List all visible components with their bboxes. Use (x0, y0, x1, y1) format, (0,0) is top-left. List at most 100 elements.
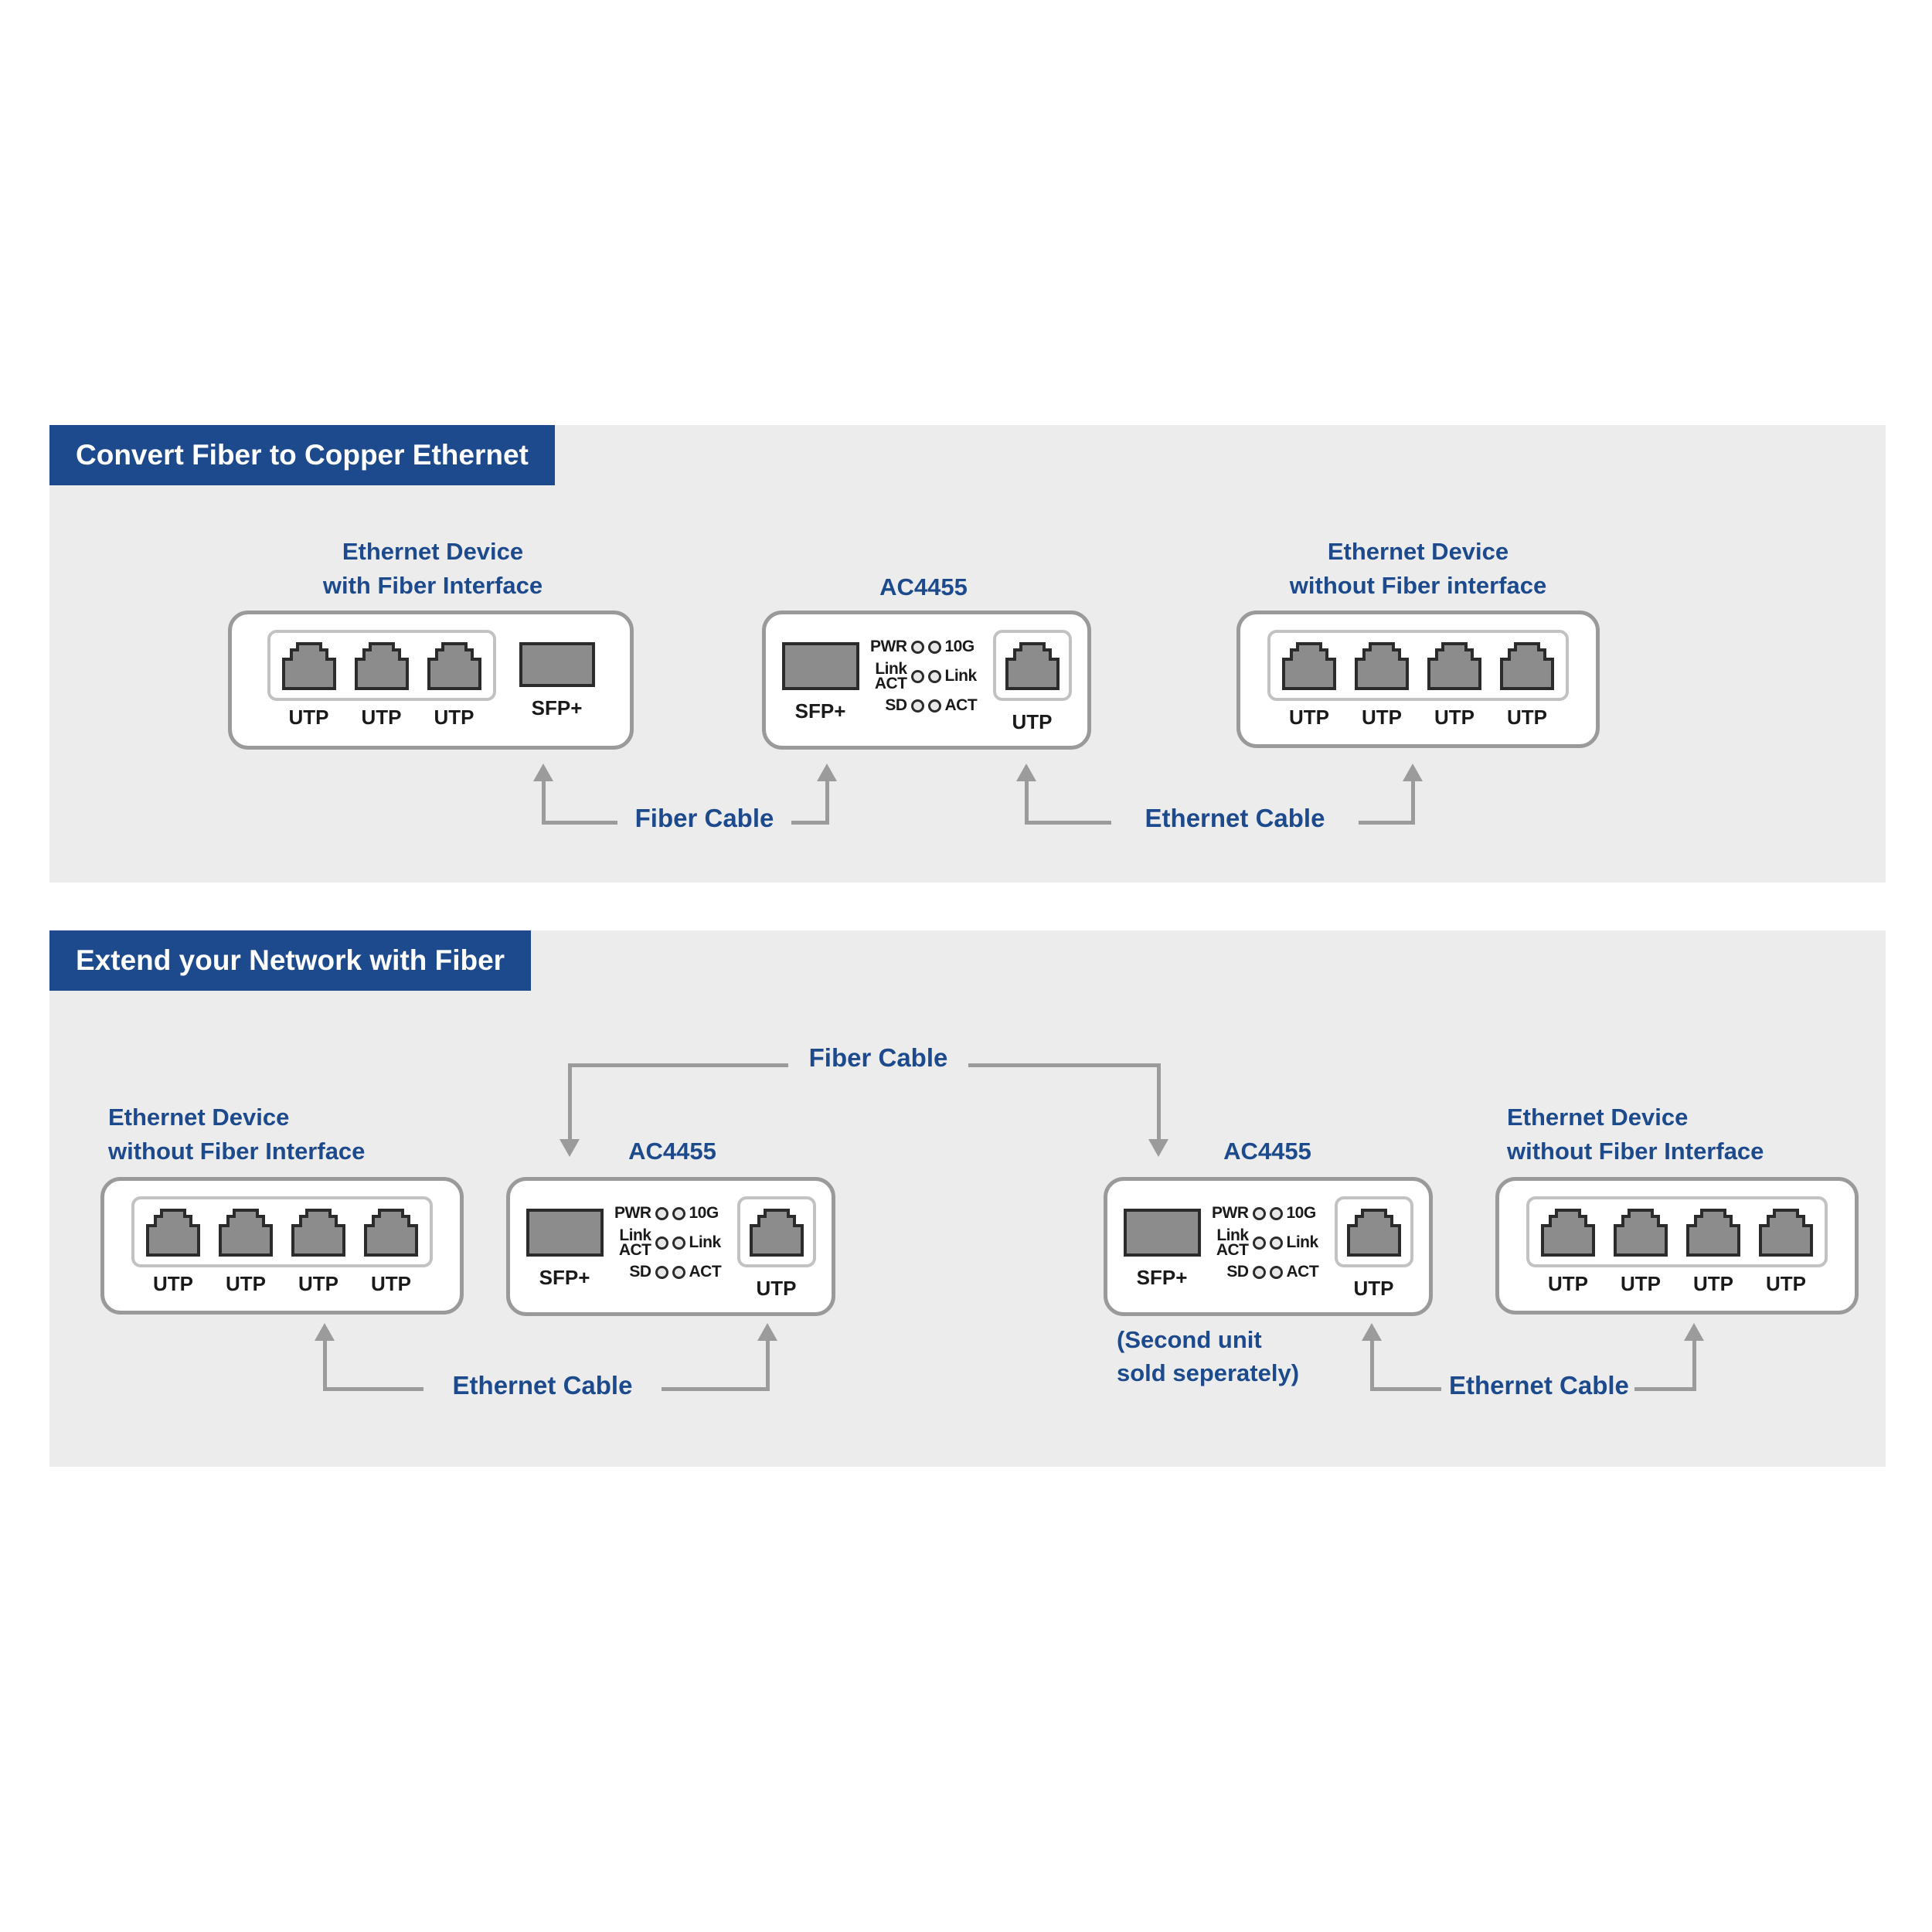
port-label: UTP (1693, 1272, 1733, 1295)
utp-port-group: UTP (736, 1196, 816, 1301)
led-indicator (910, 640, 924, 654)
ethernet-cable-line (1025, 780, 1029, 825)
fiber-cable-line (568, 1063, 572, 1141)
rj45-port-icon (354, 642, 409, 690)
led-indicator (910, 699, 924, 713)
right-device-label-line2: without Fiber Interface (1507, 1138, 1764, 1165)
port-label: UTP (1621, 1272, 1661, 1295)
led-indicator (1252, 1265, 1266, 1279)
led-panel: PWR 10G Link ACT Link SD ACT (1212, 1204, 1324, 1281)
led-label-sd: SD (1226, 1263, 1249, 1281)
led-indicator (1269, 1265, 1283, 1279)
port-labels: UTP UTP UTP UTP (134, 1272, 430, 1296)
ethernet-cable-line (1025, 821, 1111, 825)
ethernet-cable-line (1370, 1339, 1374, 1391)
port-label: UTP (1362, 706, 1402, 729)
led-row: PWR 10G (870, 638, 982, 656)
led-panel: PWR 10G Link ACT Link SD ACT (870, 638, 982, 715)
port-panel (992, 630, 1072, 701)
fiber-device-label-line2: with Fiber Interface (322, 572, 543, 599)
sfp-port-group: SFP+ (526, 1209, 604, 1290)
led-indicator (655, 1236, 668, 1250)
fiber-device-label-line1: Ethernet Device (342, 538, 524, 565)
utp-port-group: UTP (992, 630, 1072, 734)
led-indicator (672, 1206, 685, 1220)
rj45-port-icon (1282, 642, 1336, 690)
utp-port-group: UTP (1334, 1196, 1413, 1301)
port-label: UTP (434, 706, 474, 729)
port-panel (1334, 1196, 1413, 1267)
converter2-model-label: AC4455 (1223, 1138, 1311, 1165)
ethernet-device-copper-left: UTP UTP UTP UTP (100, 1177, 464, 1315)
port-label: UTP (298, 1272, 338, 1295)
led-row: Link ACT Link (614, 1227, 726, 1259)
converter-model-label: AC4455 (879, 573, 968, 600)
led-label-linkact: Link ACT (870, 660, 907, 692)
led-label-act-right: ACT (1286, 1263, 1319, 1281)
led-label-linkact: Link ACT (614, 1227, 651, 1259)
converter1-model-label: AC4455 (628, 1138, 716, 1165)
led-label-link-right: Link (689, 1233, 722, 1251)
port-label: UTP (1434, 706, 1475, 729)
fiber-cable-arrowhead-right (817, 764, 837, 781)
panel1-title-bar: Convert Fiber to Copper Ethernet (49, 425, 555, 485)
rj45-port-icon (1005, 642, 1060, 690)
port-label: UTP (1289, 706, 1329, 729)
ethernet-cable-arrowhead-left (1362, 1323, 1382, 1341)
ethernet-cable-line (662, 1387, 770, 1391)
port-panel (736, 1196, 816, 1267)
fiber-cable-arrowhead-right (1148, 1139, 1168, 1157)
utp-port-group: UTP UTP UTP UTP (1526, 1196, 1828, 1296)
sfp-port-icon (781, 642, 859, 690)
sfp-port-label: SFP+ (539, 1266, 590, 1289)
fiber-cable-label: Fiber Cable (808, 1043, 948, 1072)
fiber-cable-line (791, 821, 829, 825)
port-panel (131, 1196, 433, 1267)
rj45-port-icon (281, 642, 336, 690)
left-device-label-line1: Ethernet Device (108, 1104, 290, 1131)
led-row: SD ACT (614, 1263, 726, 1281)
ethernet-cable-line (323, 1339, 327, 1391)
ethernet-cable-arrowhead-right (757, 1323, 777, 1341)
sfp-port-group: SFP+ (1123, 1209, 1201, 1290)
port-label: UTP (226, 1272, 266, 1295)
fiber-cable-arrowhead-left (560, 1139, 580, 1157)
port-label: UTP (1507, 706, 1547, 729)
ethernet-cable-label-right: Ethernet Cable (1449, 1371, 1629, 1400)
ethernet-cable-arrowhead-right (1684, 1323, 1704, 1341)
led-indicator (655, 1206, 668, 1220)
led-indicator (1252, 1206, 1266, 1220)
port-panel (267, 630, 496, 701)
fiber-device-label: Ethernet Device with Fiber Interface (216, 535, 649, 603)
ethernet-cable-line (1692, 1339, 1696, 1391)
sfp-port-label: SFP+ (1136, 1266, 1188, 1289)
sfp-port-group: SFP+ (519, 642, 595, 720)
led-indicator (672, 1236, 685, 1250)
led-label-sd: SD (629, 1263, 651, 1281)
led-row: SD ACT (870, 696, 982, 715)
utp-port-group: UTP UTP UTP UTP (131, 1196, 433, 1296)
port-panel (1526, 1196, 1828, 1267)
led-panel: PWR 10G Link ACT Link SD ACT (614, 1204, 726, 1281)
led-label-pwr: PWR (614, 1204, 651, 1222)
led-row: PWR 10G (1212, 1204, 1324, 1223)
port-panel (1267, 630, 1569, 701)
led-label-link-right: Link (944, 667, 978, 685)
port-label: UTP (1766, 1272, 1806, 1295)
rj45-port-icon (1355, 642, 1409, 690)
led-label-act: ACT (618, 1241, 651, 1259)
led-indicator (927, 699, 941, 713)
rj45-port-icon (364, 1209, 418, 1257)
led-row: Link ACT Link (1212, 1227, 1324, 1258)
port-label: UTP (1548, 1272, 1588, 1295)
fiber-cable-line (542, 780, 546, 825)
rj45-port-icon (749, 1209, 804, 1257)
led-row: Link ACT Link (870, 660, 982, 692)
led-indicator (1269, 1206, 1283, 1220)
led-label-act: ACT (874, 675, 907, 692)
led-label-link: Link (875, 660, 907, 678)
led-indicator (672, 1265, 685, 1279)
left-device-label: Ethernet Device without Fiber Interface (108, 1100, 365, 1168)
sfp-port-label: SFP+ (794, 699, 846, 723)
port-label: UTP (1012, 710, 1053, 733)
